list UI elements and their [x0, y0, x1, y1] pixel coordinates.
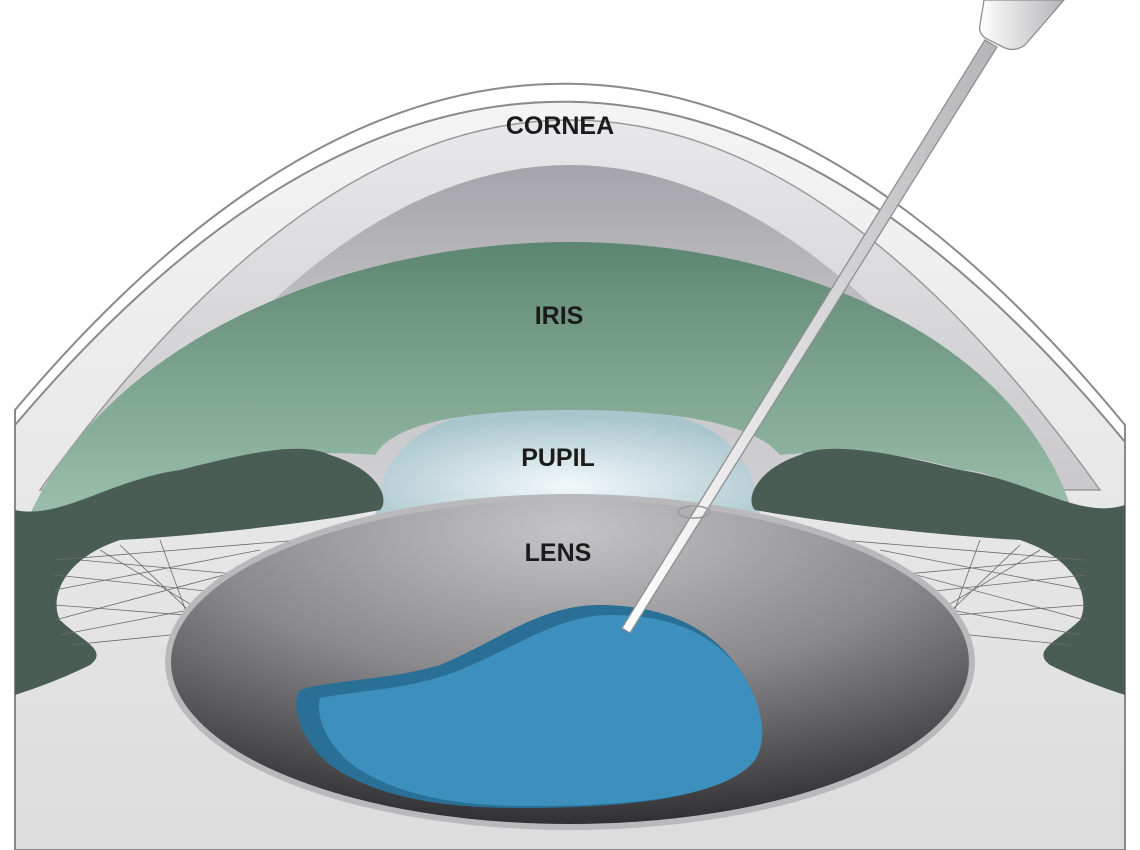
label-lens: LENS: [525, 539, 592, 567]
ciliary-body-left: [15, 448, 384, 695]
zonules-right: [839, 539, 1086, 651]
probe-entry-ring: [677, 505, 711, 519]
lens-fluid: [319, 615, 763, 806]
probe-shaft: [621, 39, 998, 634]
pupil: [375, 405, 760, 520]
zonules-left: [54, 539, 301, 651]
label-cornea: CORNEA: [506, 112, 614, 140]
probe-handle: [978, 0, 1065, 51]
label-pupil: PUPIL: [521, 444, 595, 472]
label-iris: IRIS: [535, 302, 584, 330]
surgical-probe: [621, 0, 1065, 634]
ciliary-body-right: [751, 448, 1125, 695]
